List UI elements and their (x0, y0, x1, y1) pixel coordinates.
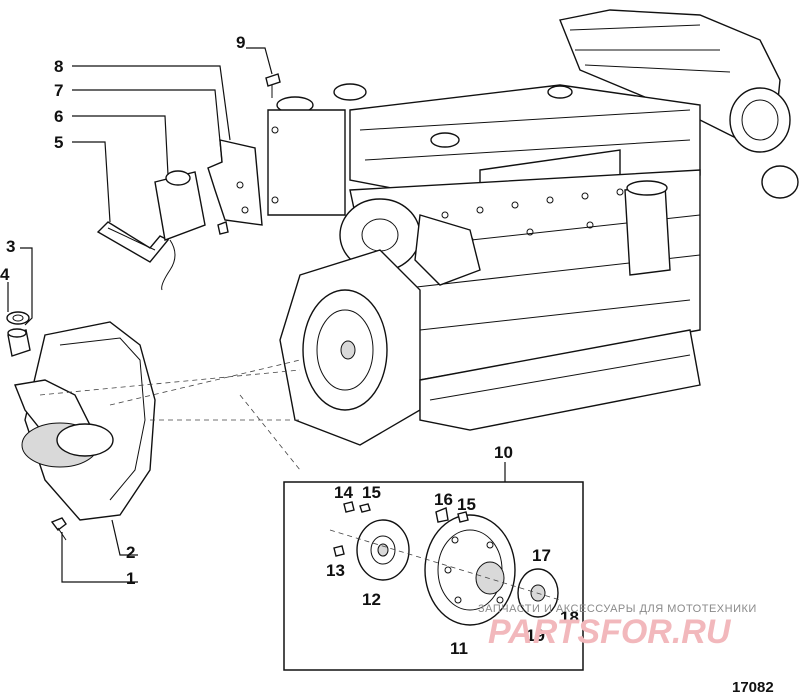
callout-14: 14 (334, 483, 353, 502)
bolt-part-1 (50, 517, 67, 541)
bolt-part-9 (265, 73, 281, 98)
callout-5: 5 (54, 133, 63, 152)
figure-number: 17082 (732, 679, 774, 696)
drive-plate-part-11 (424, 514, 516, 626)
callout-9: 9 (236, 33, 245, 52)
watermark: PARTSFOR.RU ЗАПЧАСТИ И АКСЕССУАРЫ ДЛЯ МО… (478, 603, 757, 651)
engine-assembly (267, 9, 799, 446)
callout-labels: 1 2 3 4 5 6 7 8 9 10 11 12 13 14 15 15 1… (0, 33, 579, 658)
callout-10: 10 (494, 443, 513, 462)
callout-12: 12 (362, 590, 381, 609)
detail-axis-line (329, 529, 561, 601)
callout-19: 19 (526, 626, 545, 645)
damper-coupling-part-12 (356, 519, 410, 581)
callout-7: 7 (54, 81, 63, 100)
callout-8: 8 (54, 57, 63, 76)
callout-6: 6 (54, 107, 63, 126)
callout-15b: 15 (457, 495, 476, 514)
callout-15a: 15 (362, 483, 381, 502)
callout-3: 3 (6, 237, 15, 256)
callout-16: 16 (434, 490, 453, 509)
detail-box (283, 481, 584, 671)
mounting-bracket-part-7-8 (207, 139, 263, 235)
watermark-text: ЗАПЧАСТИ И АКСЕССУАРЫ ДЛЯ МОТОТЕХНИКИ (478, 603, 757, 615)
bushing-part-3 (7, 328, 31, 357)
alignment-lines (39, 359, 301, 471)
callout-17: 17 (532, 546, 551, 565)
leader-lines (7, 47, 506, 583)
flywheel-cover (14, 321, 156, 521)
callout-1: 1 (126, 569, 135, 588)
callout-18: 18 (560, 608, 579, 627)
coolant-reservoir-part-6 (154, 170, 206, 291)
callout-2: 2 (126, 543, 135, 562)
callout-11: 11 (450, 639, 468, 658)
seal-part-4 (6, 311, 30, 325)
strap-bracket-part-5 (96, 221, 170, 263)
callout-4: 4 (0, 265, 10, 284)
small-bolts-parts-13-14-15-16 (333, 501, 469, 557)
watermark-logo: PARTSFOR.RU (488, 613, 732, 651)
callout-13: 13 (326, 561, 345, 580)
